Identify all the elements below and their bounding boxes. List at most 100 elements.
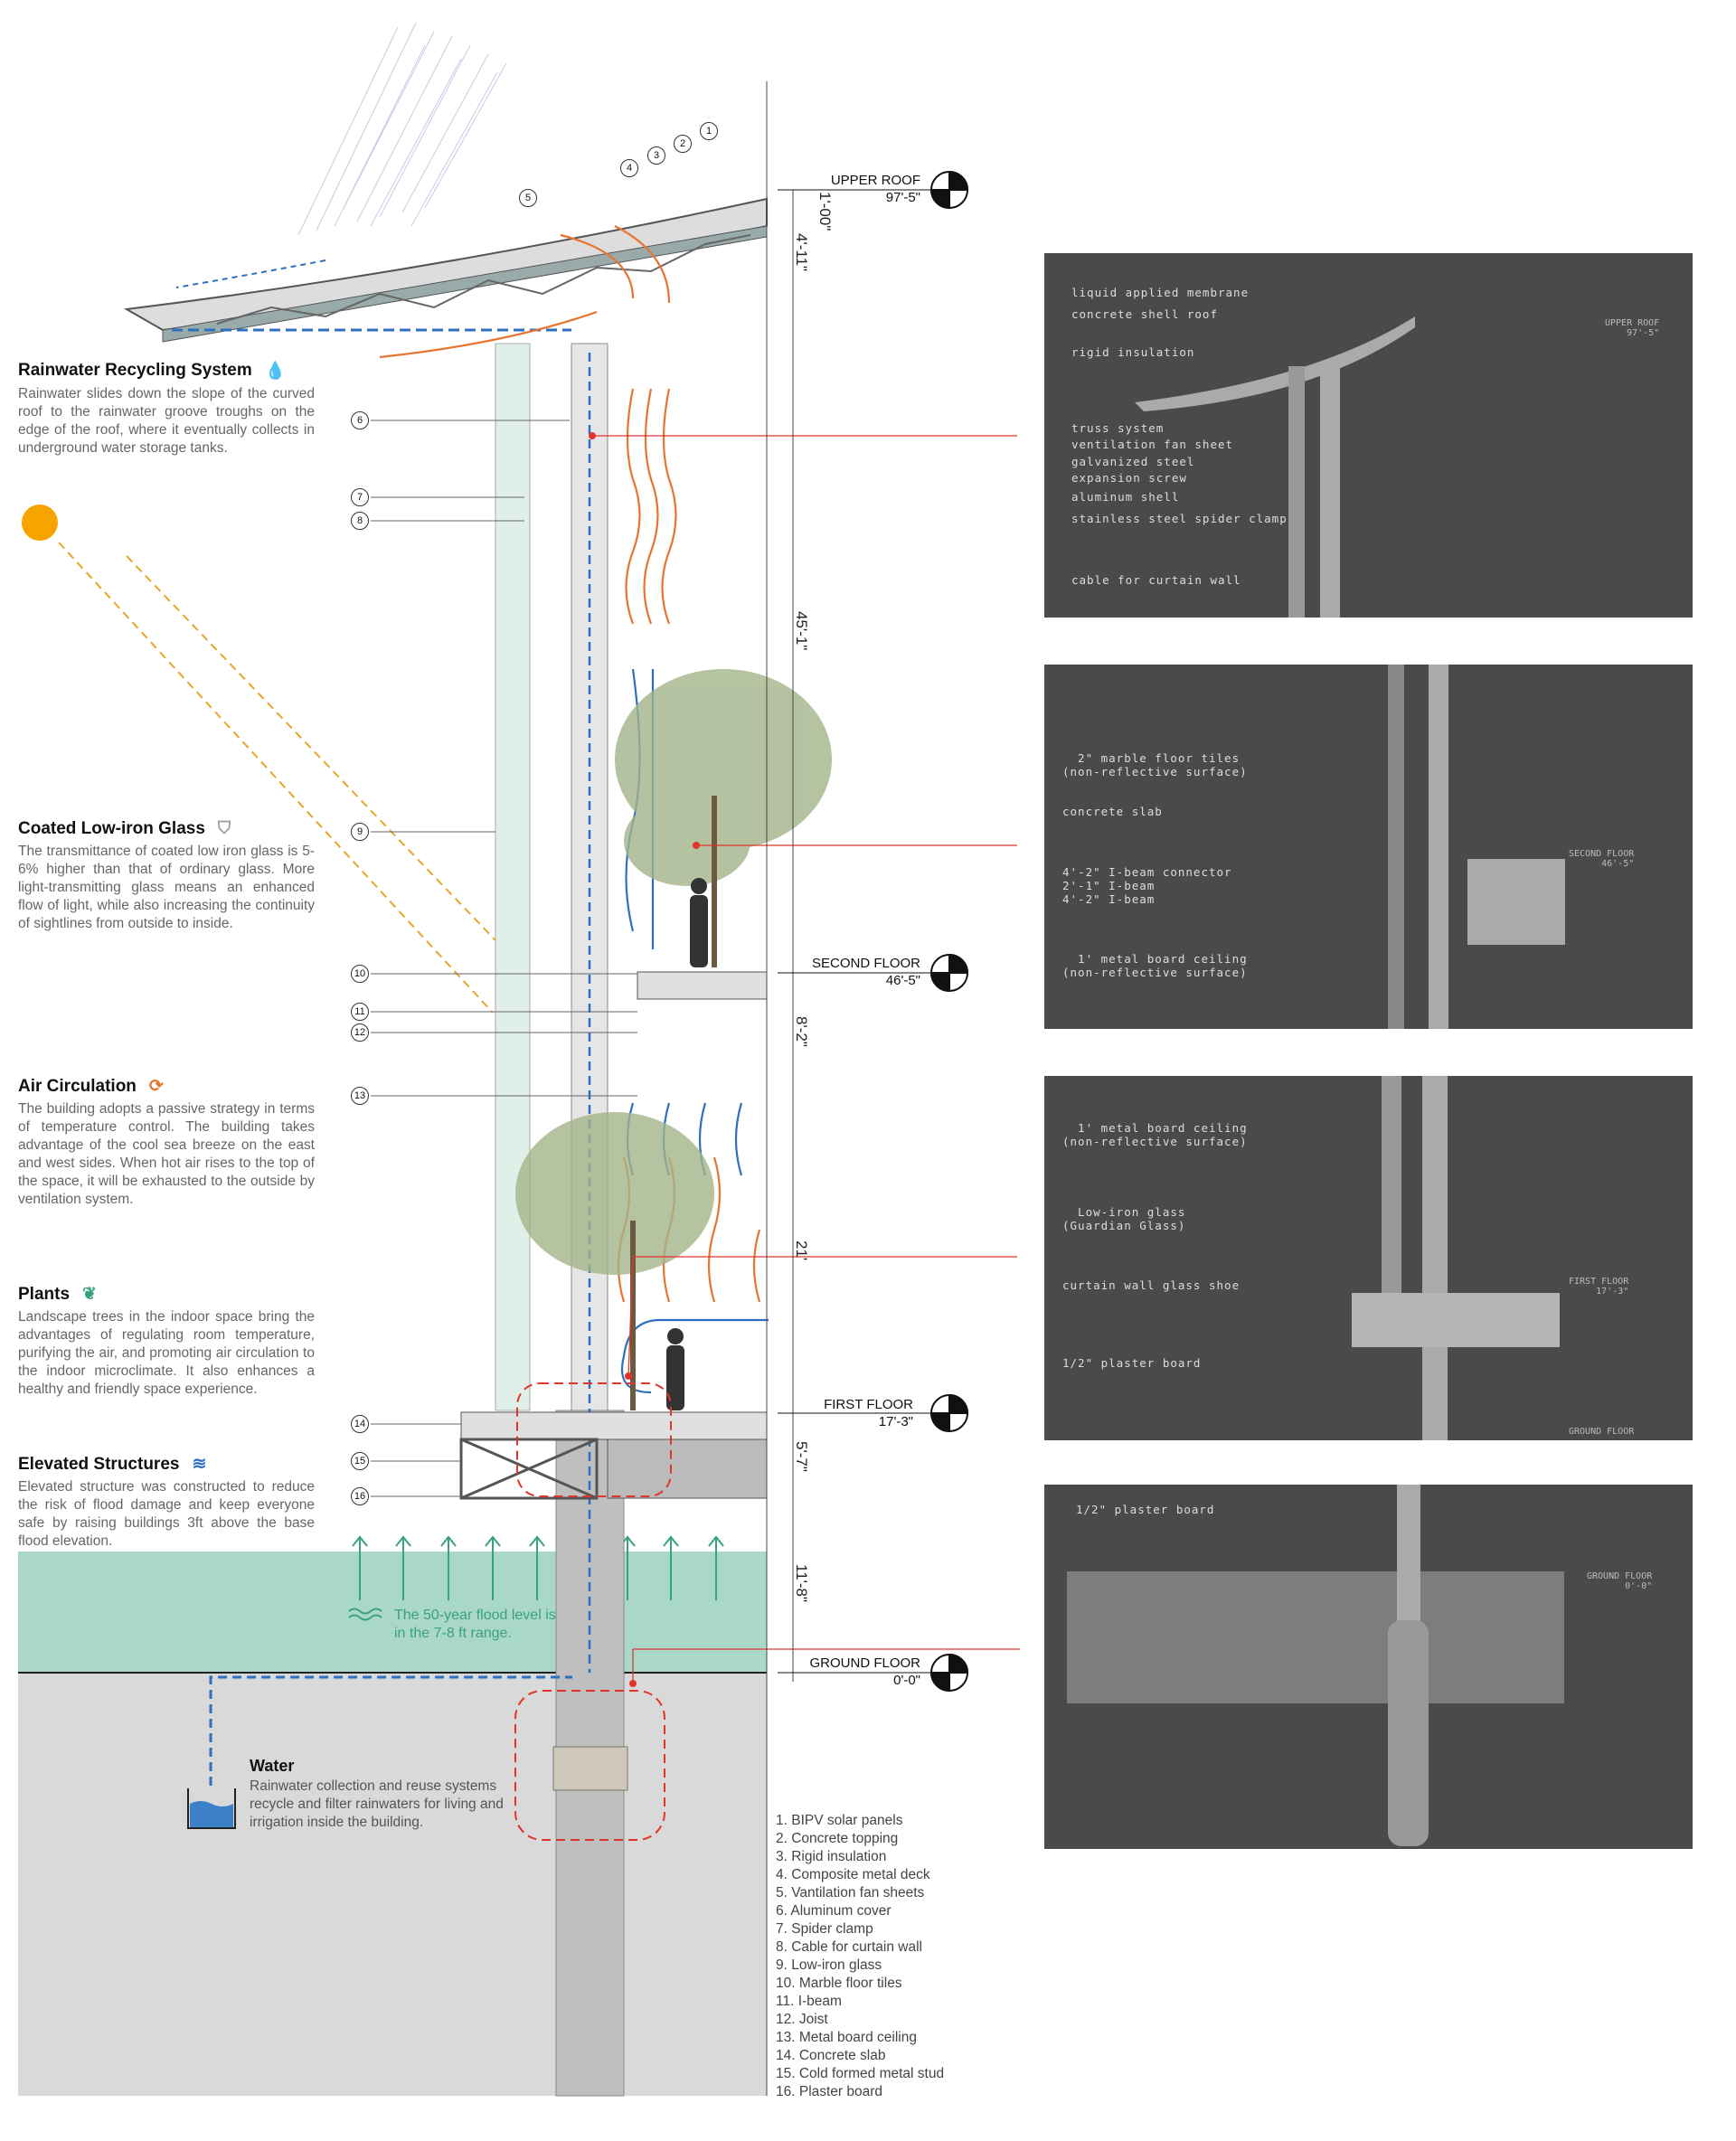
level-first-floor: FIRST FLOOR 17'-3" xyxy=(787,1396,913,1430)
person xyxy=(666,878,708,1410)
water-title: Water xyxy=(250,1757,295,1775)
roof-model xyxy=(1135,316,1415,618)
photo-label: Low-iron glass (Guardian Glass) xyxy=(1062,1205,1186,1232)
second-floor-model xyxy=(1388,665,1565,1029)
legend-item: 11. I-beam xyxy=(776,1994,842,2009)
elevated-structure xyxy=(459,1438,599,1500)
photo-label: 4'-2" I-beam connector 2'-1" I-beam 4'-2… xyxy=(1062,865,1232,906)
photo-label: galvanized steel xyxy=(1071,455,1195,468)
first-floor-slab xyxy=(460,1411,768,1440)
legend-item: 6. Aluminum cover xyxy=(776,1903,892,1919)
flood-note-line: in the 7-8 ft range. xyxy=(394,1626,512,1641)
flood-note: The 50-year flood level is in the 7-8 ft … xyxy=(394,1607,556,1643)
photo-label: rigid insulation xyxy=(1071,345,1195,359)
legend-item: 13. Metal board ceiling xyxy=(776,2030,917,2045)
model-photo-roof: liquid applied membrane concrete shell r… xyxy=(1044,253,1693,618)
material-legend: 1. BIPV solar panels 2. Concrete topping 3… xyxy=(776,1812,944,2101)
first-floor-model xyxy=(1352,1076,1560,1440)
callout-5: 5 xyxy=(519,189,537,207)
legend-item: 5. Vantilation fan sheets xyxy=(776,1885,925,1900)
legend-item: 1. BIPV solar panels xyxy=(776,1813,903,1828)
photo-label: truss system xyxy=(1071,421,1165,435)
legend-item: 3. Rigid insulation xyxy=(776,1849,887,1864)
second-floor-slab xyxy=(637,971,768,1000)
model-photo-ground-floor: 1/2" plaster board GROUND FLOOR 0'-0" xyxy=(1044,1485,1693,1849)
air-cycle-icon: ⟳ xyxy=(148,1077,164,1096)
low-iron-glass xyxy=(495,343,531,1411)
photo-level-tag: SECOND FLOOR 46'-5" xyxy=(1569,849,1635,869)
photo-label: liquid applied membrane xyxy=(1071,286,1250,299)
photo-level-tag: FIRST FLOOR 17'-3" xyxy=(1569,1277,1629,1297)
model-photo-second-floor: 2" marble floor tiles (non-reflective su… xyxy=(1044,665,1693,1029)
level-elev: 0'-0" xyxy=(893,1673,920,1688)
rain-runoff-arrow xyxy=(175,259,326,288)
callout-6: 6 xyxy=(351,411,369,429)
dimension-label: 1'-00" xyxy=(816,192,834,231)
block-text: The building adopts a passive strategy i… xyxy=(18,1101,315,1207)
callout-14: 14 xyxy=(351,1415,369,1433)
callout-15: 15 xyxy=(351,1452,369,1470)
wave-icon xyxy=(348,1608,382,1621)
glass-block: Coated Low-iron Glass⛉ The transmittance… xyxy=(18,819,315,933)
level-elev: 46'-5" xyxy=(885,973,920,988)
dimension-label: 45'-1" xyxy=(793,611,810,651)
dimension-label: 21' xyxy=(793,1240,810,1261)
callout-3: 3 xyxy=(647,146,665,165)
level-name: SECOND FLOOR xyxy=(811,956,920,971)
tree xyxy=(515,669,832,1275)
elevated-block: Elevated Structures≋ Elevated structure … xyxy=(18,1454,315,1551)
block-text: Landscape trees in the indoor space brin… xyxy=(18,1309,315,1397)
legend-item: 12. Joist xyxy=(776,2012,828,2027)
sun xyxy=(22,505,58,541)
air-block: Air Circulation ⟳ The building adopts a p… xyxy=(18,1076,315,1209)
photo-label: curtain wall glass shoe xyxy=(1062,1278,1241,1292)
flood-water xyxy=(18,1552,767,1673)
callout-16: 16 xyxy=(351,1487,369,1505)
block-title: Air Circulation xyxy=(18,1076,137,1096)
block-title: Plants xyxy=(18,1284,71,1304)
photo-label: concrete shell roof xyxy=(1071,307,1218,321)
flood-waves-icon: ≋ xyxy=(192,1455,207,1474)
block-title: Elevated Structures xyxy=(18,1454,180,1474)
photo-label: 1' metal board ceiling (non-reflective s… xyxy=(1062,1121,1248,1148)
legend-item: 2. Concrete topping xyxy=(776,1831,899,1846)
dimension-label: 4'-11" xyxy=(793,233,810,272)
legend-item: 16. Plaster board xyxy=(776,2084,883,2099)
level-name: GROUND FLOOR xyxy=(809,1655,920,1671)
block-title: Rainwater Recycling System xyxy=(18,361,252,380)
level-marker-icons xyxy=(929,170,969,1693)
photo-level-tag: GROUND FLOOR 0'-0" xyxy=(1587,1571,1653,1591)
photo-level-tag: GROUND FLOOR xyxy=(1569,1427,1635,1437)
pile-cap xyxy=(552,1746,628,1791)
block-text: The transmittance of coated low iron gla… xyxy=(18,844,315,931)
flood-note-line: The 50-year flood level is xyxy=(394,1608,556,1623)
level-elev: 17'-3" xyxy=(878,1414,913,1429)
dimension-label: 11'-8" xyxy=(793,1564,810,1603)
plant-icon: ❦ xyxy=(82,1285,97,1304)
roof-truss xyxy=(216,234,751,325)
plants-block: Plants ❦ Landscape trees in the indoor sp… xyxy=(18,1284,315,1399)
photo-label: aluminum shell xyxy=(1071,490,1180,504)
photo-label: 1/2" plaster board xyxy=(1062,1356,1202,1370)
callout-1: 1 xyxy=(700,122,718,140)
legend-item: 4. Composite metal deck xyxy=(776,1867,930,1882)
level-ground-floor: GROUND FLOOR 0'-0" xyxy=(787,1655,920,1689)
dimension-label: 8'-2" xyxy=(793,1016,810,1047)
photo-label: 1' metal board ceiling (non-reflective s… xyxy=(1062,952,1248,979)
callout-13: 13 xyxy=(351,1087,369,1105)
callout-2: 2 xyxy=(674,135,692,153)
legend-item: 8. Cable for curtain wall xyxy=(776,1939,922,1955)
level-name: FIRST FLOOR xyxy=(824,1397,913,1412)
dimension-label: 5'-7" xyxy=(793,1441,810,1472)
legend-item: 10. Marble floor tiles xyxy=(776,1976,902,1991)
photo-label: 1/2" plaster board xyxy=(1076,1503,1215,1516)
callout-9: 9 xyxy=(351,823,369,841)
level-second-floor: SECOND FLOOR 46'-5" xyxy=(787,955,920,989)
callout-4: 4 xyxy=(620,159,638,177)
callout-10: 10 xyxy=(351,965,369,983)
block-title: Coated Low-iron Glass xyxy=(18,819,205,838)
model-photo-first-floor: 1' metal board ceiling (non-reflective s… xyxy=(1044,1076,1693,1440)
